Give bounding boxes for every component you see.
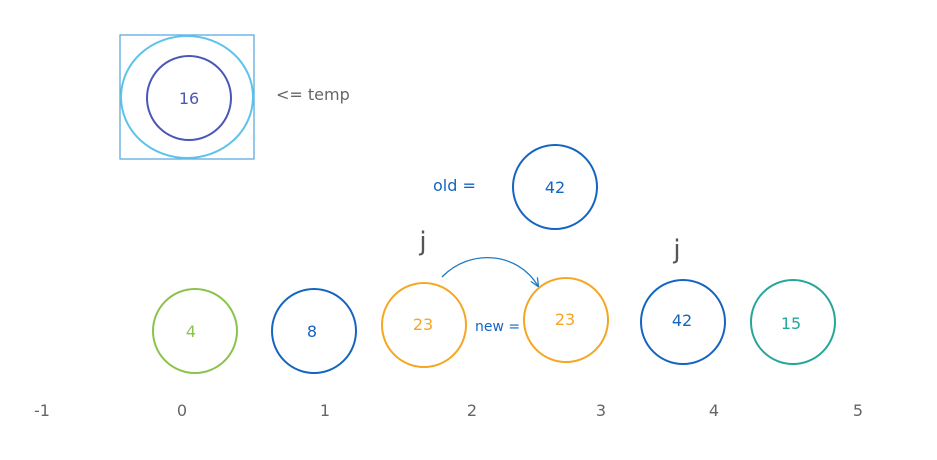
old-value: 42 (545, 178, 565, 197)
temp-outer-circle (120, 35, 254, 159)
index-label: 0 (177, 401, 187, 420)
array-element: 23 (381, 282, 467, 368)
temp-value: 16 (179, 89, 199, 108)
array-element: 15 (750, 279, 836, 365)
array-circle (640, 279, 726, 365)
array-value: 8 (307, 322, 317, 341)
array-value: 42 (672, 311, 692, 330)
new-label: new = (475, 319, 520, 335)
array-element: 8 (271, 288, 357, 374)
array: 4 8 23 new = 23 42 15 (152, 277, 836, 374)
i-pointer: j (672, 235, 680, 265)
array-value: 23 (555, 310, 575, 329)
array-circle (750, 279, 836, 365)
index-label: -1 (34, 401, 50, 420)
array-circle (381, 282, 467, 368)
array-circle (271, 288, 357, 374)
index-label: 2 (467, 401, 477, 420)
index-labels: -1 0 1 2 3 4 5 (34, 401, 863, 420)
old-label: old = (433, 176, 476, 195)
array-value: 15 (781, 314, 801, 333)
temp-inner-circle (146, 55, 232, 141)
j-pointer: j (418, 227, 426, 257)
temp-variable: 16 (119, 34, 255, 160)
shift-arrow (441, 257, 538, 286)
array-element: 4 (152, 288, 238, 374)
index-label: 5 (853, 401, 863, 420)
index-label: 4 (709, 401, 719, 420)
array-circle (523, 277, 609, 363)
index-label: 3 (596, 401, 606, 420)
temp-label: <= temp (276, 85, 350, 104)
array-element: 23 (523, 277, 609, 363)
array-value: 4 (186, 322, 196, 341)
array-value: 23 (413, 315, 433, 334)
index-label: 1 (320, 401, 330, 420)
array-element: 42 (640, 279, 726, 365)
array-circle (152, 288, 238, 374)
old-circle (512, 144, 598, 230)
